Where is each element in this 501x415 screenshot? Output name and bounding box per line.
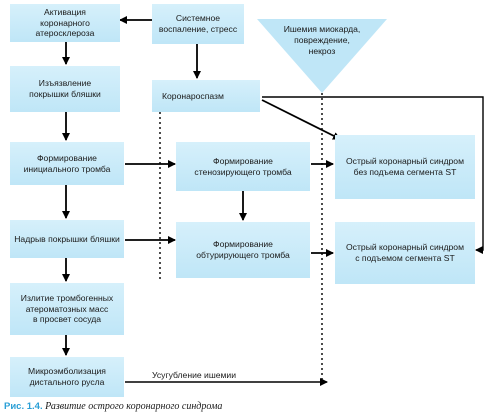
edge-spasm-acsnost: [261, 99, 341, 140]
node-ulceration: Изъязвление покрышки бляшки: [10, 66, 120, 112]
node-acs-no-st: Острый коронарный синдром без подъема се…: [335, 135, 475, 199]
node-initial-thrombus: Формирование инициального тромба: [10, 142, 124, 185]
node-rupture: Надрыв покрышки бляшки: [10, 220, 124, 258]
node-activation: Активация коронарного атеросклероза: [10, 4, 120, 42]
caption-number: Рис. 1.4.: [4, 401, 43, 412]
node-inflammation: Системное воспаление, стресс: [152, 4, 244, 44]
node-stenosing-thrombus: Формирование стенозирующего тромба: [176, 142, 310, 191]
node-effusion: Излитие тромбогенных атероматозных масс …: [10, 283, 124, 335]
edge-spasm-acsst: [262, 96, 484, 254]
node-acs-st: Острый коронарный синдром с подъемом сег…: [335, 222, 475, 284]
node-ischemia: Ишемия миокарда, повреждение, некроз: [283, 24, 361, 57]
node-occlusive-thrombus: Формирование обтурирующего тромба: [176, 222, 310, 278]
caption-text: Развитие острого коронарного синдрома: [45, 401, 223, 412]
figure-caption: Рис. 1.4. Развитие острого коронарного с…: [4, 401, 222, 412]
node-spasm: Коронароспазм: [152, 80, 260, 112]
edge-label-ischemia-aggravation: Усугубление ишемии: [152, 370, 237, 380]
node-microembolization: Микроэмболизация дистального русла: [10, 357, 124, 397]
ischemia-triangle: [257, 19, 387, 93]
